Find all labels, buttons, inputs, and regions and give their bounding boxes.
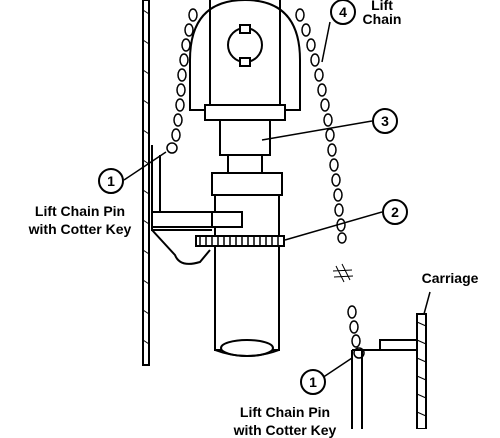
mast-rail (142, 0, 150, 366)
pin-upper-label-line1: Lift Chain Pin (34, 203, 126, 219)
lift-chain-diagram (98, 0, 431, 429)
callout-1-upper-number: 1 (107, 173, 115, 189)
carriage-label: Carriage (421, 270, 479, 286)
callout-4-number: 4 (339, 4, 347, 20)
cylinder-collar (195, 235, 285, 247)
lift-chain-left (166, 8, 198, 154)
lift-chain-label-line1: Lift (371, 0, 393, 13)
callout-3-circle (372, 108, 398, 134)
lift-chain-right (295, 8, 347, 244)
callout-4-circle (330, 0, 356, 25)
callout-2-circle (382, 199, 408, 225)
callout-1-lower-number: 1 (309, 374, 317, 390)
chain-sheave (189, 0, 301, 121)
pin-lower-label-line2: with Cotter Key (233, 422, 337, 438)
callout-1-lower-circle (300, 369, 326, 395)
leader-lines (123, 21, 431, 379)
pin-lower-label-line1: Lift Chain Pin (239, 404, 331, 420)
pin-upper-label-line2: with Cotter Key (28, 221, 132, 237)
mast-bracket (151, 145, 243, 265)
callout-2-number: 2 (391, 204, 399, 220)
carriage (351, 313, 427, 429)
callout-1-upper-circle (98, 168, 124, 194)
chain-break-symbol (332, 263, 354, 283)
callout-3-number: 3 (381, 113, 389, 129)
lift-chain-label-line2: Chain (362, 11, 402, 27)
